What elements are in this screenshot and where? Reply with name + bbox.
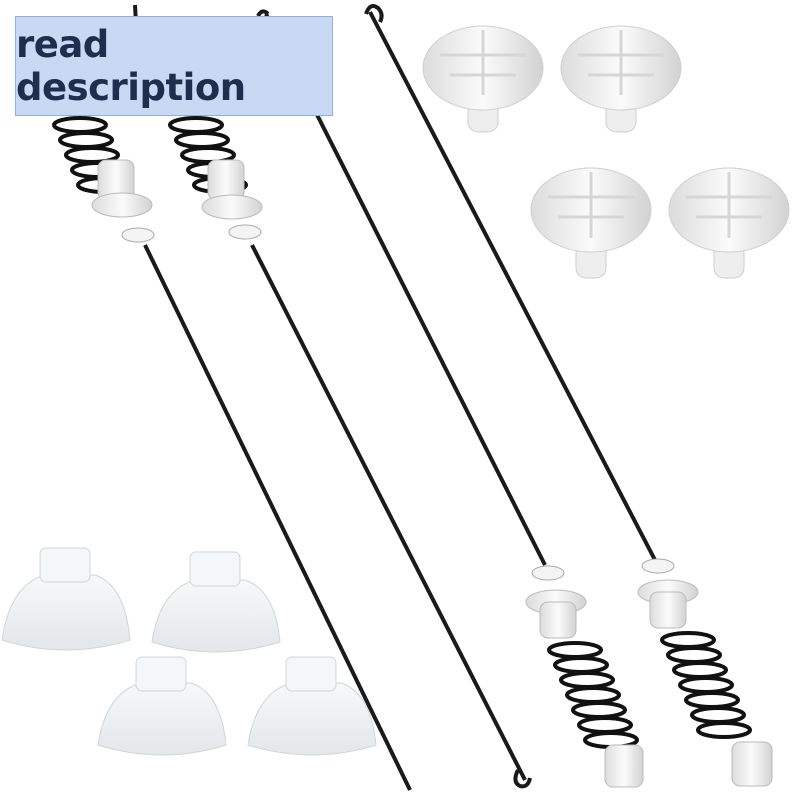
spring-coil [660, 631, 752, 739]
pivot-dome-2 [151, 551, 281, 653]
ball-cup-4 [668, 167, 790, 279]
damper-bushing [525, 565, 587, 639]
pivot-dome-3 [97, 656, 227, 756]
read-description-banner: read description [15, 16, 333, 116]
damper-bushing [637, 558, 699, 629]
banner-text: read description [16, 23, 246, 109]
pivot-dome-4 [247, 656, 377, 756]
damper-bushing [91, 159, 155, 243]
damper-bushing [201, 159, 263, 240]
suspension-rod-4 [364, 4, 773, 787]
suspension-rod-2 [168, 116, 532, 789]
suspension-rod-1 [52, 4, 412, 791]
pivot-dome-1 [1, 547, 131, 651]
ball-cup-3 [530, 167, 652, 279]
ball-cup-1 [422, 25, 544, 133]
ball-cup-2 [560, 25, 682, 133]
spring-coil [547, 641, 639, 749]
